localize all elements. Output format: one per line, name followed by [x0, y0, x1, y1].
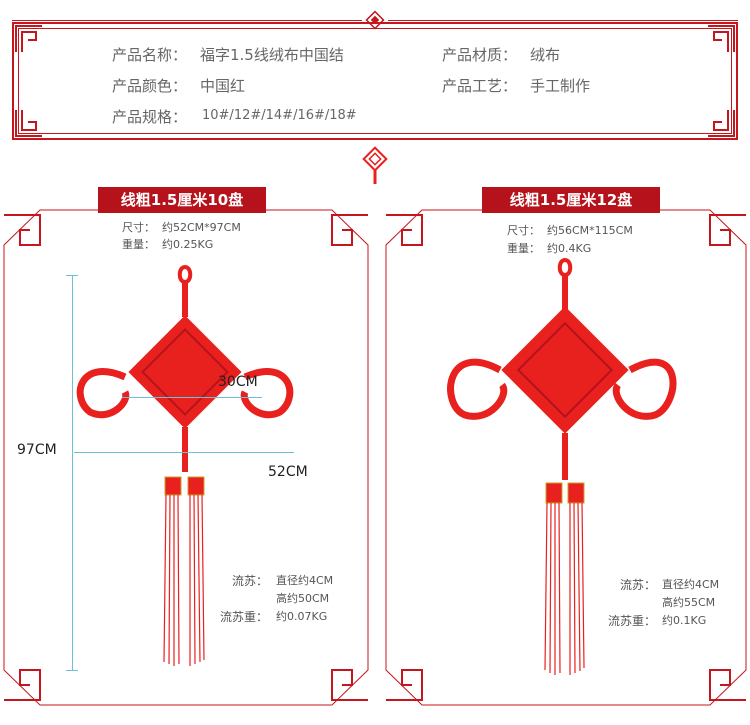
right-tassel-weight: 约0.1KG [662, 614, 707, 627]
left-size-value: 约52CM*97CM [162, 221, 241, 234]
right-tassel-weight-label: 流苏重： [608, 614, 657, 628]
right-size-value: 约56CM*115CM [547, 224, 633, 237]
left-tassel-diameter: 直径约4CM [276, 574, 334, 587]
left-chinese-knot-image [76, 264, 294, 666]
corner-pattern-icon [15, 25, 42, 52]
product-color-value: 中国红 [200, 77, 246, 95]
left-tassel-height: 高约50CM [276, 592, 330, 605]
product-color-label: 产品颜色： [112, 77, 188, 95]
right-tassel-label: 流苏： [620, 578, 657, 592]
left-panel-tab[interactable]: 线粗1.5厘米10盘 [98, 187, 266, 213]
left-tassel-weight: 约0.07KG [276, 610, 328, 623]
left-dim-width: 30CM [218, 374, 258, 390]
height-dimension-top-cap [66, 275, 78, 276]
width-dimension-line [122, 397, 262, 398]
right-size-label: 尺寸： [507, 224, 540, 237]
left-dim-span: 52CM [268, 464, 308, 480]
corner-pattern-icon [708, 25, 735, 52]
right-tassel-diameter: 直径约4CM [662, 578, 720, 591]
left-dim-height: 97CM [17, 442, 57, 458]
left-size-label: 尺寸： [122, 221, 155, 234]
ornament-line-right [388, 20, 738, 21]
product-material-value: 绒布 [530, 46, 561, 64]
right-chinese-knot-image [447, 257, 677, 675]
mini-knot-icon [362, 146, 388, 184]
product-info-inner-frame [18, 28, 732, 134]
right-weight-label: 重量： [507, 242, 540, 255]
ornament-line-left [12, 20, 362, 21]
product-size-label: 产品规格： [112, 108, 188, 126]
height-dimension-bottom-cap [66, 670, 78, 671]
corner-pattern-icon [15, 110, 42, 137]
right-tassel-height: 高约55CM [662, 596, 716, 609]
left-panel-frame [3, 209, 369, 706]
left-weight-value: 约0.25KG [162, 238, 214, 251]
product-craft-label: 产品工艺： [442, 77, 518, 95]
product-craft-value: 手工制作 [530, 77, 591, 95]
product-size-value: 10#/12#/14#/16#/18# [202, 108, 357, 123]
product-name-label: 产品名称： [112, 46, 188, 64]
right-weight-value: 约0.4KG [547, 242, 592, 255]
left-weight-label: 重量： [122, 238, 155, 251]
left-tassel-label: 流苏： [232, 574, 269, 588]
span-dimension-line [74, 452, 294, 453]
product-name-value: 福字1.5线绒布中国结 [200, 46, 344, 64]
height-dimension-line [72, 275, 73, 670]
left-tassel-weight-label: 流苏重： [220, 610, 269, 624]
product-info-frame [12, 22, 738, 140]
right-panel-frame [385, 209, 747, 706]
right-panel-tab[interactable]: 线粗1.5厘米12盘 [482, 187, 660, 213]
corner-pattern-icon [708, 110, 735, 137]
product-material-label: 产品材质： [442, 46, 518, 64]
